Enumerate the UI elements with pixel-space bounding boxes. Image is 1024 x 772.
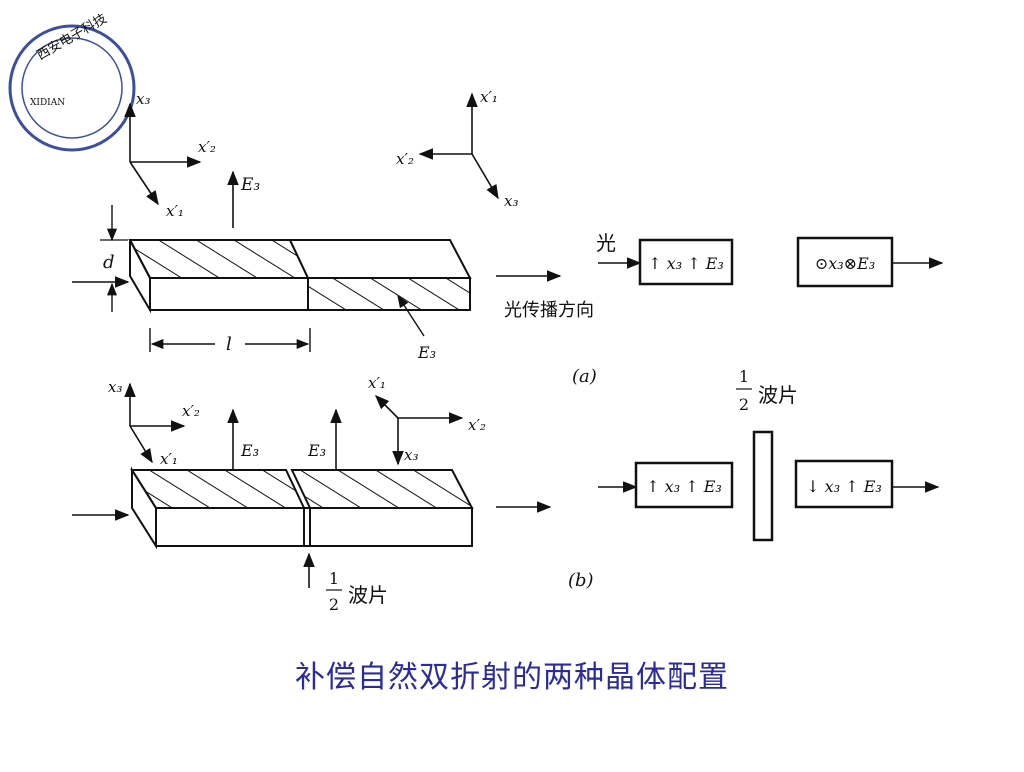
box-b1 bbox=[634, 461, 734, 509]
svg-text:XIDIAN: XIDIAN bbox=[30, 98, 65, 108]
dimension-d: d bbox=[72, 205, 130, 312]
dim-label-l: l bbox=[226, 334, 232, 355]
propagation-label: 光传播方向 bbox=[504, 300, 594, 321]
axes-a-right: x′₁ x′₂ x₃ bbox=[396, 88, 518, 210]
axis-label-x2p: x′₂ bbox=[468, 416, 486, 434]
box-a1 bbox=[638, 238, 734, 286]
crystal-block-a bbox=[128, 239, 472, 314]
diagram-a: x₃ x′₂ x′₁ E₃ d bbox=[72, 88, 944, 387]
crystal-block-b bbox=[130, 466, 474, 550]
axis-label-x1p: x′₁ bbox=[160, 450, 178, 468]
slide-caption: 补偿自然双折射的两种晶体配置 bbox=[295, 660, 729, 695]
axis-label-x1p: x′₁ bbox=[166, 202, 184, 220]
dimension-l: l bbox=[149, 328, 311, 355]
axis-label-x1p: x′₁ bbox=[368, 374, 386, 392]
axis-label-x3: x₃ bbox=[404, 446, 418, 464]
axes-b-left: x₃ x′₂ x′₁ bbox=[108, 378, 200, 468]
axis-label-x2p: x′₂ bbox=[198, 138, 216, 156]
plate-label: 1 2 波片 bbox=[736, 367, 798, 414]
halfwave-text: 波片 bbox=[348, 583, 388, 607]
field-label-e3-lower: E₃ bbox=[417, 343, 436, 362]
axis-label-x1p: x′₁ bbox=[480, 88, 498, 106]
light-label: 光 bbox=[596, 231, 616, 255]
halfwave-den: 2 bbox=[329, 595, 339, 614]
diagram-a-tag: (a) bbox=[572, 366, 597, 387]
axis-label-x3: x₃ bbox=[136, 90, 150, 108]
plate-den: 2 bbox=[739, 395, 749, 414]
axis-label-x3: x₃ bbox=[504, 192, 518, 210]
university-seal-logo: 西安电子科技 XIDIAN bbox=[8, 11, 136, 152]
box-a1-label: ↑ x₃ ↑ E₃ bbox=[648, 254, 724, 273]
diagram-b-tag: (b) bbox=[568, 570, 594, 591]
field-label-e3: E₃ bbox=[240, 175, 260, 195]
box-b2-label: ↓ x₃ ↑ E₃ bbox=[806, 477, 882, 496]
box-b2 bbox=[794, 459, 894, 509]
axis-label-x2p: x′₂ bbox=[396, 150, 414, 168]
axis-label-x2p: x′₂ bbox=[182, 402, 200, 420]
box-a2 bbox=[796, 236, 894, 288]
halfwave-plate bbox=[752, 430, 774, 542]
plate-num: 1 bbox=[739, 367, 749, 386]
axis-label-x3: x₃ bbox=[108, 378, 122, 396]
diagram-b: x₃ x′₂ x′₁ E₃ E₃ x′₁ x′₂ x₃ bbox=[72, 367, 940, 614]
svg-text:西安电子科技: 西安电子科技 bbox=[35, 11, 110, 63]
axes-b-right: x′₁ x′₂ x₃ bbox=[368, 374, 486, 466]
axes-a-left: x₃ x′₂ x′₁ bbox=[124, 90, 216, 220]
box-b1-label: ↑ x₃ ↑ E₃ bbox=[646, 477, 722, 496]
field-leader-e3 bbox=[397, 294, 425, 337]
field-label-e3-right: E₃ bbox=[307, 441, 326, 460]
dim-label-d: d bbox=[103, 252, 115, 273]
field-label-e3-left: E₃ bbox=[240, 441, 259, 460]
halfwave-num: 1 bbox=[329, 569, 339, 588]
plate-text: 波片 bbox=[758, 383, 798, 407]
halfwave-label: 1 2 波片 bbox=[326, 569, 388, 614]
box-a2-label: ⊙x₃⊗E₃ bbox=[815, 254, 875, 273]
